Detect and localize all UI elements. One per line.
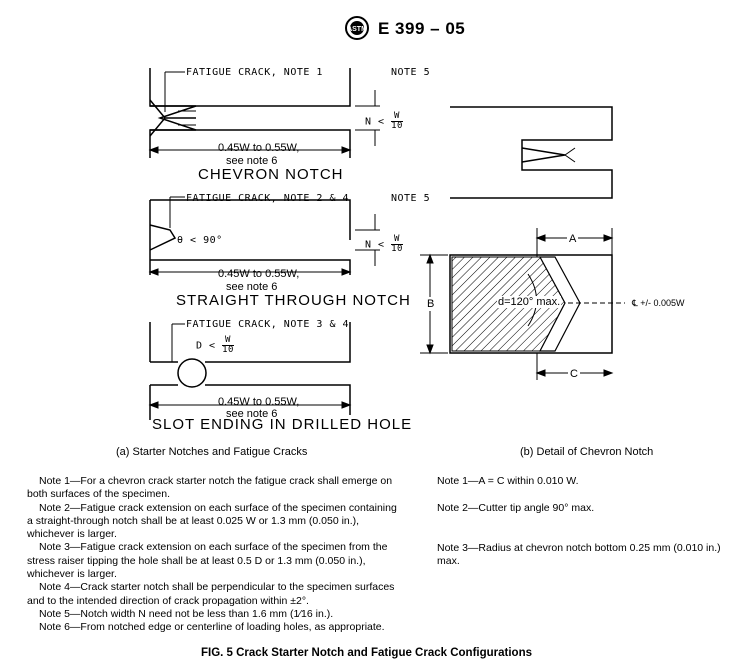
note-left-5: Note 5—Notch width N need not be less th… [39,607,334,620]
slot-dim-label: 0.45W to 0.55W, [218,396,300,408]
slot-see-note: see note 6 [226,408,278,420]
note-left-2: Note 2—Fatigue crack extension on each s… [27,501,397,541]
straight-caption: STRAIGHT THROUGH NOTCH [176,292,411,309]
right-subcaption: (b) Detail of Chevron Notch [520,446,654,458]
astm-logo: ASTM [345,16,369,40]
note-right-3: Note 3—Radius at chevron notch bottom 0.… [437,541,721,567]
centerline-label: ℄ +/- 0.005W [632,298,685,308]
chevron-dim-label: 0.45W to 0.55W, [218,142,300,154]
dim-b-label: B [426,297,436,311]
straight-fatigue-label: FATIGUE CRACK, NOTE 2 & 4 [186,193,350,204]
chevron-note5-label: NOTE 5 [391,67,431,78]
svg-text:ASTM: ASTM [347,26,367,33]
straight-see-note: see note 6 [226,281,278,293]
note-left-4: Note 4—Crack starter notch shall be perp… [27,581,395,607]
slot-fatigue-label: FATIGUE CRACK, NOTE 3 & 4 [186,319,350,330]
chevron-caption: CHEVRON NOTCH [198,166,344,183]
straight-dim-label: 0.45W to 0.55W, [218,268,300,280]
note-right-2: Note 2—Cutter tip angle 90° max. [437,502,595,515]
chevron-fatigue-label: FATIGUE CRACK, NOTE 1 [186,67,323,78]
note-right-1: Note 1—A = C within 0.010 W. [437,475,579,487]
standard-designation: E 399 – 05 [378,19,466,38]
note-left-6: Note 6—From notched edge or centerline o… [39,621,385,634]
notes-left: Note 1—For a chevron crack starter notch… [27,475,397,635]
straight-note5-label: NOTE 5 [391,193,431,204]
chevron-see-note: see note 6 [226,155,278,167]
figure-caption: FIG. 5 Crack Starter Notch and Fatigue C… [200,647,532,659]
slot-caption: SLOT ENDING IN DRILLED HOLE [152,416,413,433]
notes-right: Note 1—A = C within 0.010 W. Note 2—Cutt… [437,475,727,568]
dim-a-label: A [567,233,579,245]
left-subcaption: (a) Starter Notches and Fatigue Cracks [116,446,308,458]
theta-label: θ < 90° [177,235,223,246]
note-left-1: Note 1—For a chevron crack starter notch… [27,475,393,501]
note-left-3: Note 3—Fatigue crack extension on each s… [27,541,388,581]
dim-c-label: C [568,368,580,380]
d-angle-label: d=120° max. [497,296,562,308]
